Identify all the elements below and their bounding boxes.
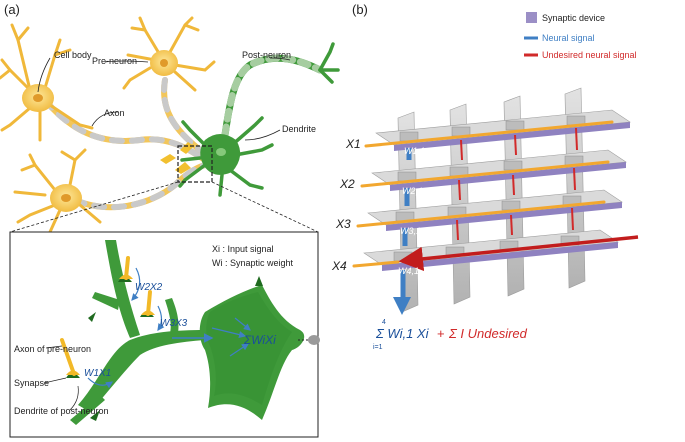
undesired-column-signals bbox=[456, 127, 578, 241]
axon-terminals bbox=[160, 142, 194, 174]
weight-w21: W2,1 bbox=[402, 186, 423, 196]
inset-signal-arrows bbox=[87, 267, 251, 389]
label-dendrite: Dendrite bbox=[282, 124, 316, 134]
panel-b-label: (b) bbox=[352, 2, 368, 17]
leader-lines bbox=[37, 57, 291, 141]
row-3 bbox=[367, 189, 623, 231]
neural-column-signals bbox=[400, 148, 412, 302]
equation-sum-part: Σ Wi,1 Xi bbox=[375, 326, 430, 341]
zoom-line-left bbox=[9, 181, 179, 233]
sum-wixi: ΣWiXi bbox=[243, 333, 276, 347]
label-dendrite-of-post-neuron: Dendrite of post-neuron bbox=[14, 406, 109, 416]
term-w2x2: W2X2 bbox=[135, 282, 163, 293]
undesired-row-signal bbox=[398, 235, 639, 272]
input-x1: X1 bbox=[345, 137, 361, 151]
legend-neural-signal: Neural signal bbox=[542, 33, 595, 43]
pre-neuron-3 bbox=[13, 148, 102, 234]
weight-w11: W1,1 bbox=[404, 146, 425, 156]
pre-neuron-1 bbox=[0, 23, 94, 142]
label-cell-body: Cell body bbox=[54, 50, 92, 60]
legend-synaptic-device: Synaptic device bbox=[542, 13, 605, 23]
input-x2: X2 bbox=[339, 177, 355, 191]
equation-plus: + bbox=[437, 326, 445, 341]
panel-a-label: (a) bbox=[4, 2, 20, 17]
inset-leaders bbox=[43, 345, 79, 411]
label-pre-neuron: Pre-neuron bbox=[92, 56, 137, 66]
row-4 bbox=[363, 229, 619, 271]
label-synapse: Synapse bbox=[14, 378, 49, 388]
equation-upper-limit: 4 bbox=[382, 319, 386, 326]
crossbar-rows bbox=[363, 109, 631, 271]
legend-swatch-synaptic-device bbox=[526, 12, 537, 23]
equation-undesired-part: Σ I Undesired bbox=[448, 326, 528, 341]
weight-w41: W4,1 bbox=[398, 266, 419, 276]
axons bbox=[42, 54, 324, 211]
input-lines bbox=[352, 120, 614, 268]
term-w1x1: W1X1 bbox=[84, 368, 111, 379]
equation-lower-limit: i=1 bbox=[373, 344, 383, 351]
zoom-box bbox=[177, 145, 213, 183]
post-neuron bbox=[178, 42, 340, 197]
label-axon: Axon bbox=[104, 108, 125, 118]
term-w3x3: W3X3 bbox=[160, 318, 188, 329]
legend: Synaptic device Neural signal Undesired … bbox=[524, 12, 637, 60]
pre-neuron-2 bbox=[122, 16, 216, 92]
weight-w31: W3,1 bbox=[400, 226, 421, 236]
row-2 bbox=[371, 149, 627, 191]
label-axon-of-pre-neuron: Axon of pre-neuron bbox=[14, 344, 91, 354]
output-terminal bbox=[308, 335, 320, 345]
row-1 bbox=[375, 109, 631, 151]
input-x4: X4 bbox=[331, 259, 347, 273]
input-signal-label: Xi : Input signal bbox=[212, 244, 274, 254]
synaptic-weight-label: Wi : Synaptic weight bbox=[212, 258, 294, 268]
input-x3: X3 bbox=[335, 217, 351, 231]
label-post-neuron: Post-neuron bbox=[242, 50, 291, 60]
output-equation: Σ Wi,1 Xi 4 i=1 + Σ I Undesired bbox=[373, 319, 528, 351]
legend-undesired-neural-signal: Undesired neural signal bbox=[542, 50, 637, 60]
inset-dendrites bbox=[66, 240, 305, 425]
zoom-line-right bbox=[211, 181, 319, 233]
inset-terminal-caps bbox=[66, 274, 155, 375]
